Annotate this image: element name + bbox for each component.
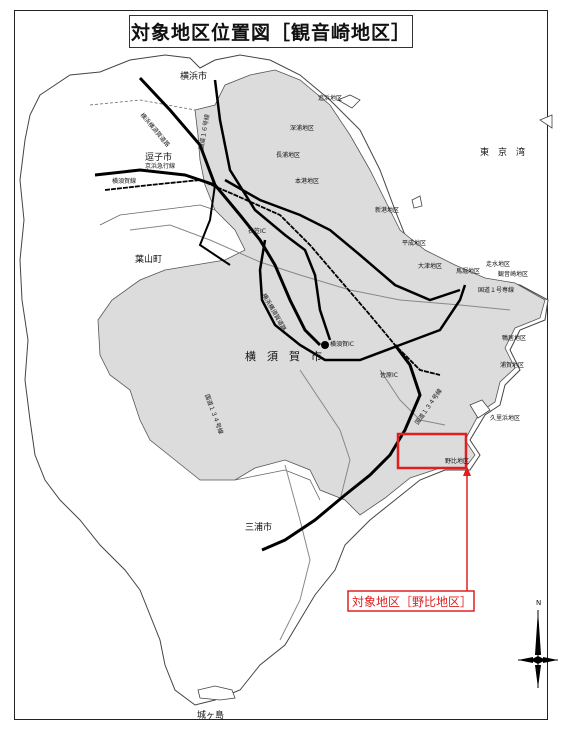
label-otsu: 大津地区 — [418, 262, 442, 270]
target-callout-box — [347, 590, 475, 612]
label-uraga: 浦賀地区 — [500, 361, 524, 369]
jr-line — [104, 179, 441, 376]
label-jogashima: 城ヶ島 — [197, 709, 224, 721]
minor-road-1 — [129, 224, 511, 311]
islet-4 — [469, 399, 491, 419]
label-kannonzaki: 観音崎地区 — [498, 270, 528, 278]
route-134-coast — [261, 344, 422, 552]
target-area-highlight[interactable] — [396, 432, 468, 470]
label-fukaura: 深浦地区 — [290, 124, 314, 132]
minor-road-3 — [379, 369, 446, 426]
north-arrow: N — [518, 599, 558, 688]
highway-2 — [94, 168, 216, 187]
label-shinko: 新港地区 — [375, 206, 399, 214]
highway-yokoyoko — [138, 76, 322, 347]
city-boundary-zushi — [99, 204, 216, 226]
jogashima-island — [197, 685, 236, 701]
label-kurihama: 久里浜地区 — [490, 414, 520, 422]
target-leader-line — [466, 470, 470, 599]
label-mabori: 馬堀地区 — [456, 267, 480, 275]
label-miura: 三浦市 — [245, 521, 272, 533]
islet-3 — [411, 195, 423, 209]
map-title: 対象地区位置図［観音崎地区］ — [130, 22, 411, 44]
label-shimoda-ic: 佐原IC — [380, 371, 398, 379]
label-nagaura: 長浦地区 — [276, 151, 300, 159]
label-yokosuka: 横 須 賀 市 — [245, 349, 322, 363]
label-keikyu: 京浜急行線 — [145, 162, 175, 170]
label-oppama: 追浜地区 — [318, 94, 342, 102]
yokosuka-area — [97, 69, 546, 516]
islet-2 — [539, 114, 553, 129]
label-route1: 国道１号専線 — [478, 286, 514, 294]
label-honcho: 本港地区 — [295, 177, 319, 185]
highway-4 — [224, 178, 461, 302]
route-134-west — [198, 184, 231, 266]
label-hayama: 葉山町 — [135, 253, 162, 265]
minor-road-2 — [299, 369, 351, 501]
highway-5 — [258, 239, 467, 362]
label-hirasaka: 平成地区 — [402, 239, 426, 247]
label-yokohama: 横浜市 — [180, 70, 207, 82]
label-yokosuka-ic: 横須賀IC — [330, 340, 354, 348]
north-arrow-label: N — [536, 599, 541, 607]
label-jr: 横須賀線 — [112, 177, 136, 185]
label-tokyo-bay: 東 京 湾 — [480, 146, 525, 158]
target-leader-arrow — [463, 466, 471, 476]
interchange-marker — [321, 341, 329, 349]
label-kamoi: 鴨居地区 — [502, 334, 526, 342]
city-boundary-yokohama — [89, 99, 196, 111]
label-hashirimizu: 走水地区 — [486, 260, 510, 268]
city-boundary-miura — [234, 469, 321, 501]
target-callout-label: 対象地区［野比地区］ — [352, 595, 472, 609]
label-nobi: 野比地区 — [445, 457, 469, 465]
title-box: 対象地区位置図［観音崎地区］ — [129, 15, 413, 48]
highway-3 — [213, 79, 332, 341]
islet-1 — [337, 94, 361, 109]
label-kinugasa-ic: 衣笠IC — [248, 227, 266, 235]
minor-road-4 — [279, 464, 311, 641]
label-zushi: 逗子市 — [145, 151, 172, 163]
